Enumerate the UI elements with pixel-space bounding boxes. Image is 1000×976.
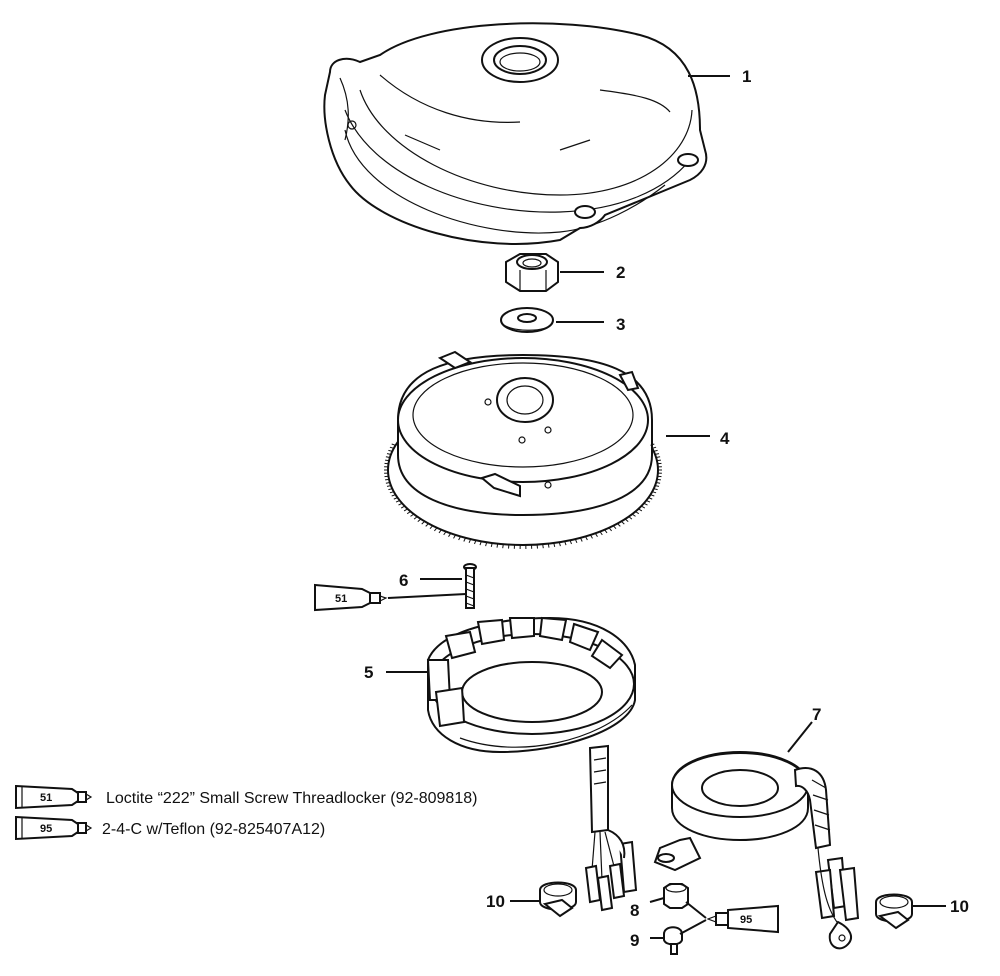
- legend-item-51: 51 Loctite “222” Small Screw Threadlocke…: [15, 784, 477, 810]
- callout-2: 2: [616, 263, 625, 282]
- tube-label-95: 95: [740, 914, 752, 926]
- leader-line-8: [649, 897, 665, 903]
- legend-text-95: 2-4-C w/Teflon (92-825407A12): [102, 821, 325, 838]
- callout-4: 4: [720, 429, 730, 448]
- stator: [426, 616, 636, 754]
- leader-line-tube-95b: [679, 919, 707, 935]
- legend-item-95: 95 2-4-C w/Teflon (92-825407A12): [15, 815, 325, 841]
- trigger-bushing: [663, 883, 689, 909]
- trigger-screw: [663, 926, 683, 955]
- callout-7: 7: [812, 705, 821, 724]
- callout-10-left: 10: [486, 892, 505, 911]
- callout-3: 3: [616, 315, 625, 334]
- sealant-tube-95: 95: [706, 904, 779, 934]
- flywheel: [387, 350, 659, 546]
- callout-1: 1: [742, 67, 751, 86]
- stator-wire-harness: [584, 744, 638, 912]
- sealant-tube-51: 51: [314, 583, 388, 612]
- legend: 51 Loctite “222” Small Screw Threadlocke…: [15, 784, 477, 841]
- legend-text-51: Loctite “222” Small Screw Threadlocker (…: [106, 790, 477, 807]
- cable-clamp-left: [539, 881, 577, 918]
- callout-10-right: 10: [950, 897, 969, 916]
- flywheel-nut: [505, 253, 559, 292]
- flywheel-cover: [323, 22, 708, 245]
- tube-label-51: 51: [335, 593, 347, 605]
- callout-9: 9: [630, 931, 639, 950]
- leader-line-tube-51: [387, 593, 467, 599]
- legend-code-95: 95: [40, 823, 52, 835]
- callout-5: 5: [364, 663, 373, 682]
- leader-line-7: [787, 721, 813, 753]
- leader-line-tube-95a: [685, 901, 707, 919]
- ring-gear-teeth: [384, 443, 662, 550]
- flywheel-washer: [500, 307, 554, 333]
- cable-clamp-right: [875, 893, 913, 930]
- stator-screw: [463, 563, 477, 609]
- callout-8: 8: [630, 901, 639, 920]
- callout-6: 6: [399, 571, 408, 590]
- trigger-coil: [653, 750, 860, 950]
- legend-code-51: 51: [40, 792, 52, 804]
